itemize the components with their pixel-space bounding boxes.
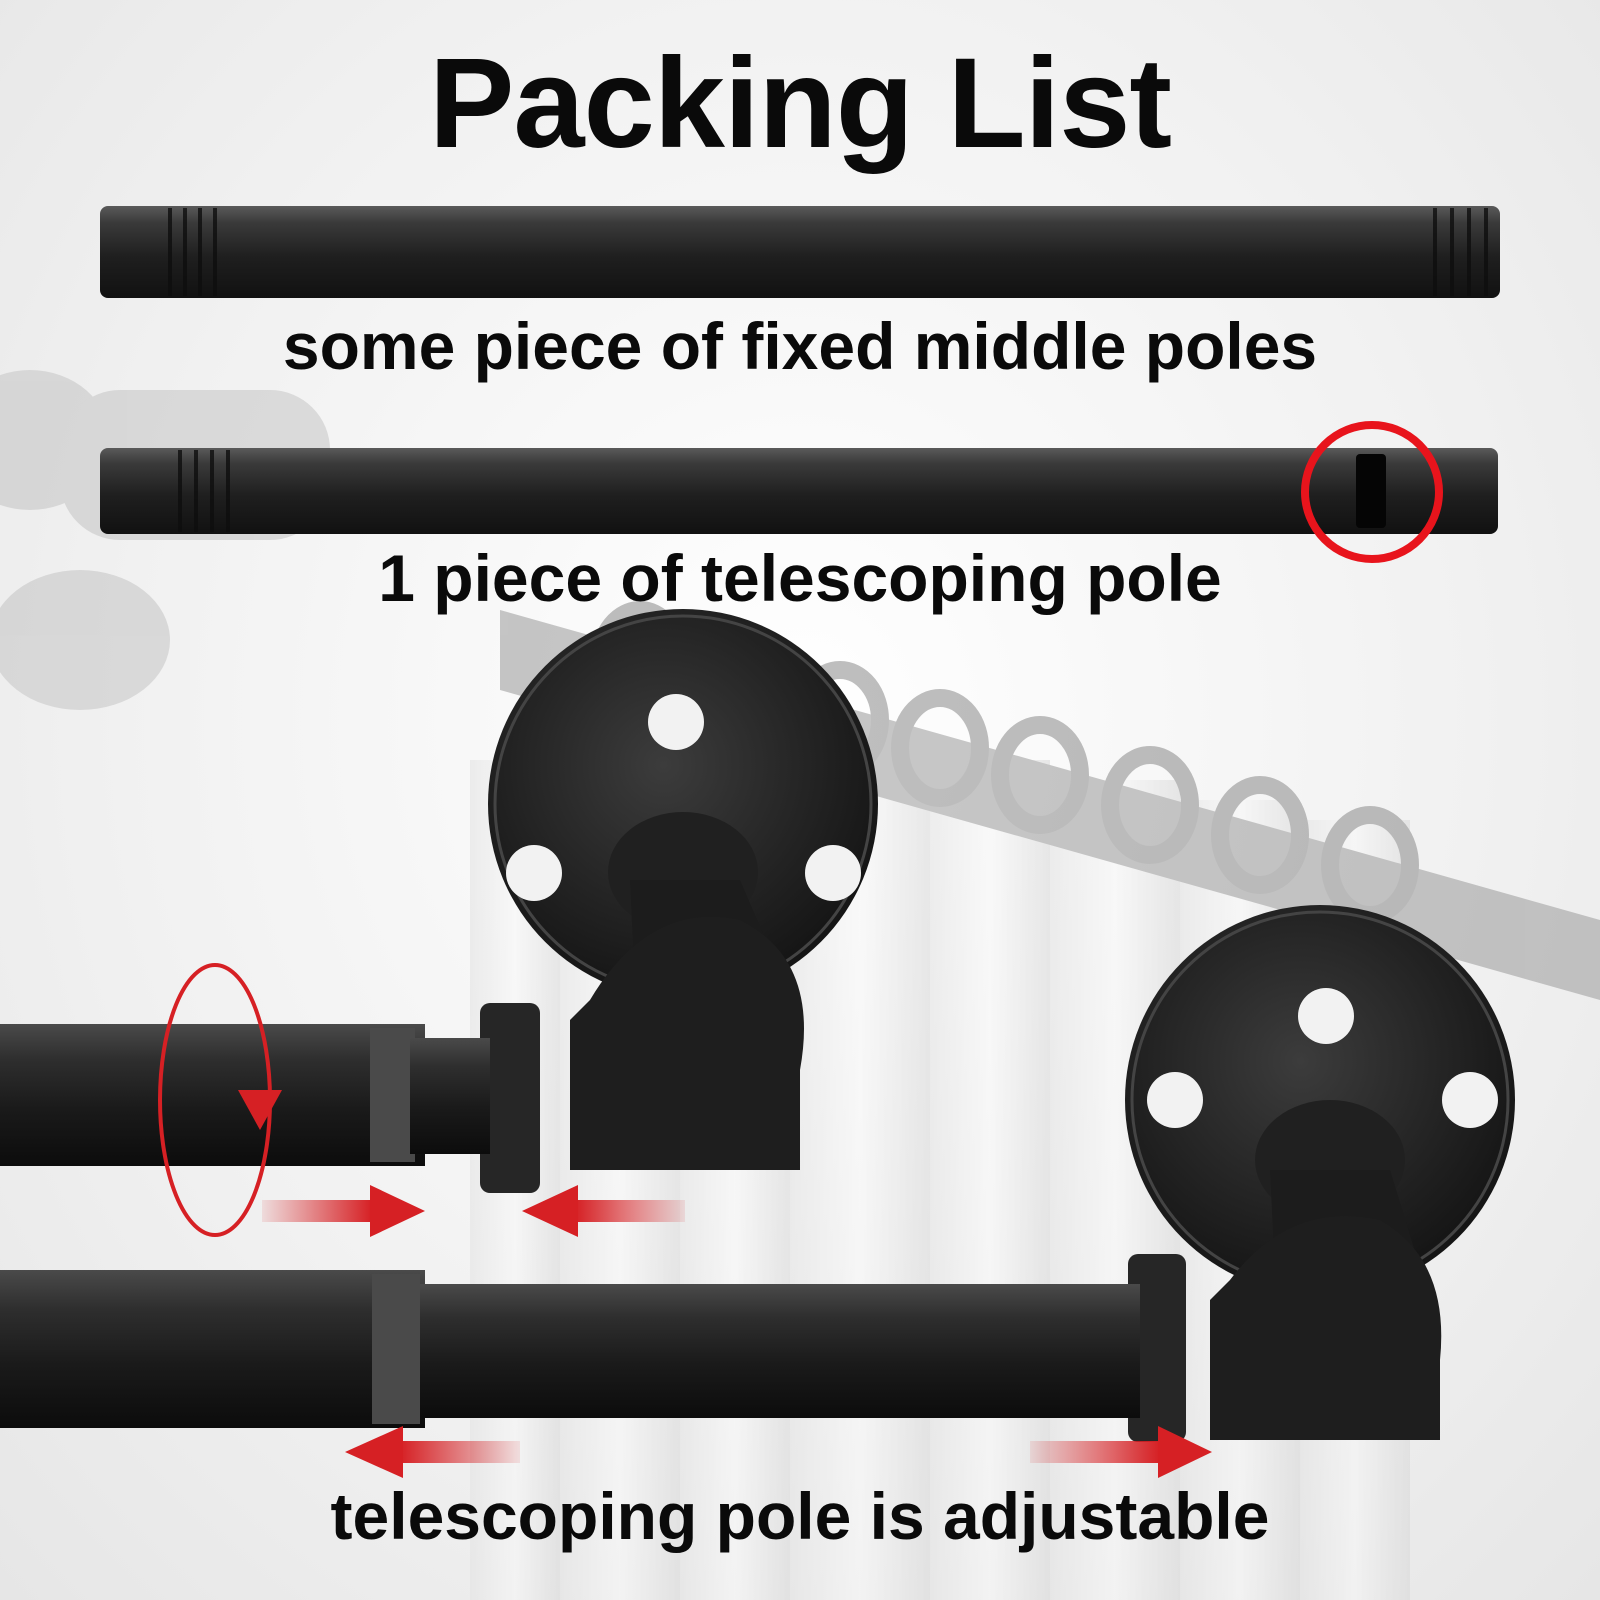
arrow-right-icon <box>1030 1426 1212 1478</box>
arrow-left-icon <box>345 1426 520 1478</box>
rotate-arrow-icon <box>158 963 282 1237</box>
lower-bracket <box>1125 905 1515 1442</box>
circle-highlight-icon <box>1301 421 1443 563</box>
upper-assembled-pole <box>0 1024 490 1166</box>
upper-bracket <box>480 609 878 1193</box>
lower-assembled-pole <box>0 1270 1140 1428</box>
arrow-right-icon <box>262 1185 425 1237</box>
caption-adjustable: telescoping pole is adjustable <box>330 1479 1270 1553</box>
caption-fixed-middle-poles: some piece of fixed middle poles <box>282 309 1318 383</box>
fixed-middle-pole <box>100 206 1500 298</box>
page-title: Packing List <box>429 32 1172 175</box>
caption-telescoping-pole: 1 piece of telescoping pole <box>378 541 1222 615</box>
pole-slot <box>1356 454 1386 528</box>
arrow-left-icon <box>522 1185 685 1237</box>
telescoping-pole-single <box>100 448 1498 534</box>
